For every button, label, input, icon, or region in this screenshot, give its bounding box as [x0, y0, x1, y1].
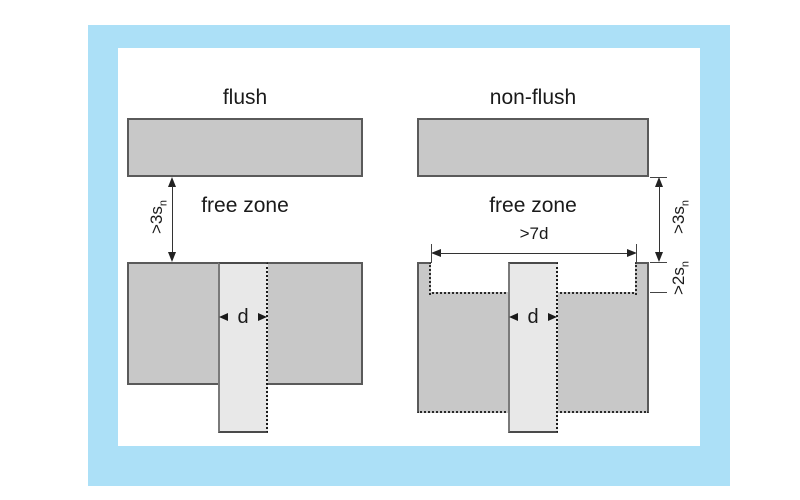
flush-diameter-dimension: d: [219, 305, 267, 329]
extension-line: [431, 244, 432, 263]
arrowhead-left-icon: [509, 313, 518, 321]
arrowhead-right-icon: [548, 313, 557, 321]
clearance-subscript: n: [157, 200, 170, 207]
non-flush-block-left-rim: [417, 262, 431, 295]
flush-target-plate: [127, 118, 363, 177]
arrowhead-down-icon: [655, 252, 663, 262]
arrowhead-down-icon: [168, 252, 176, 262]
blue-frame: [88, 25, 730, 486]
arrowhead-up-icon: [655, 177, 663, 187]
non-flush-block-right-rim: [635, 262, 649, 295]
diameter-label: d: [237, 306, 249, 328]
non-flush-diameter-dimension: d: [509, 305, 557, 329]
recess-width-arrow-shaft: [440, 253, 628, 254]
extension-line: [636, 244, 637, 263]
clearance-value: >3s: [669, 206, 688, 235]
non-flush-sensor-body: [508, 262, 558, 433]
recess-depth-dimension-label: >2sn: [669, 248, 692, 308]
recess-width-dimension-label: >7d: [519, 224, 549, 243]
arrowhead-up-icon: [168, 177, 176, 187]
non-flush-free-zone-label: free zone: [489, 194, 577, 217]
flush-free-zone-label: free zone: [201, 194, 289, 217]
diameter-label: d: [527, 306, 539, 328]
extension-line: [650, 292, 667, 293]
non-flush-clearance-dimension-label: >3sn: [669, 187, 692, 247]
flush-title: flush: [222, 86, 268, 109]
arrowhead-right-icon: [627, 249, 637, 257]
recess-depth-subscript: n: [679, 261, 692, 268]
recess-depth-value: >2s: [669, 267, 688, 296]
flush-sensor-body: [218, 262, 268, 433]
arrowhead-right-icon: [258, 313, 267, 321]
clearance-value: >3s: [147, 206, 166, 235]
clearance-arrow-shaft: [172, 186, 173, 254]
arrowhead-left-icon: [219, 313, 228, 321]
clearance-subscript: n: [679, 200, 692, 207]
extension-line: [650, 262, 667, 263]
non-flush-target-plate: [417, 118, 649, 177]
non-flush-title: non-flush: [489, 86, 577, 109]
clearance-arrow-shaft: [659, 186, 660, 254]
arrowhead-left-icon: [431, 249, 441, 257]
flush-clearance-dimension-label: >3sn: [147, 187, 170, 247]
